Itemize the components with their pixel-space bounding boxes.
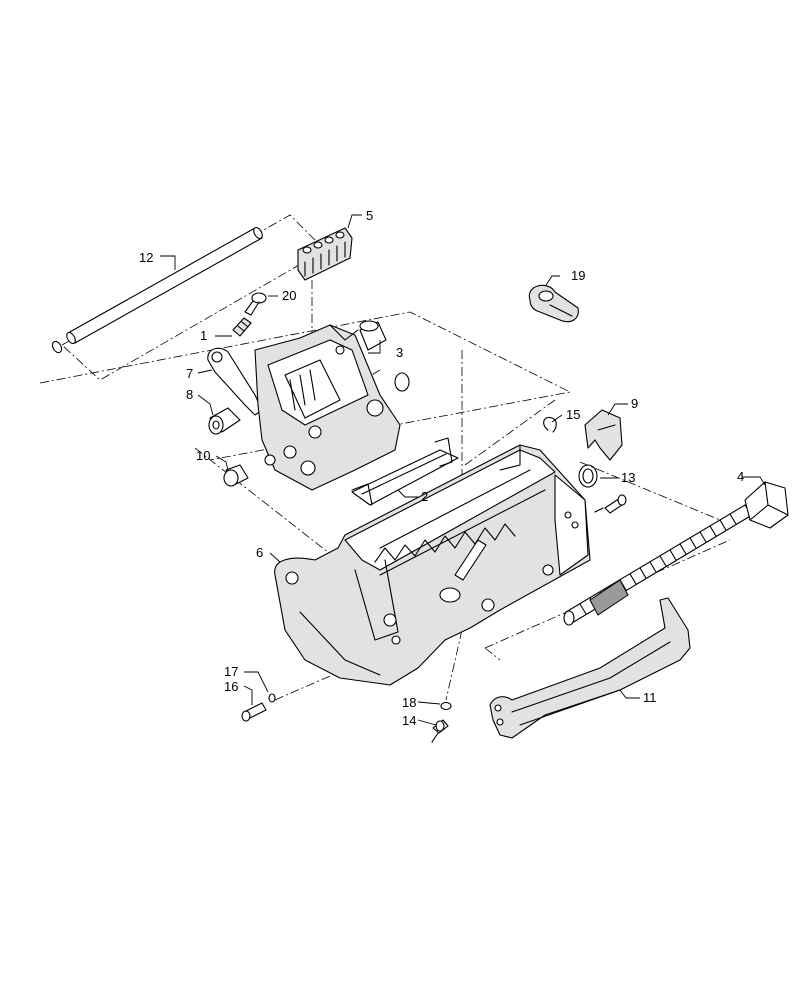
callout-11: 11	[643, 690, 657, 705]
part-2-slide-rail	[351, 437, 459, 506]
callout-5: 5	[366, 208, 373, 223]
retaining-ring	[394, 372, 410, 392]
callout-16: 16	[224, 679, 238, 694]
part-5-comb-bracket	[297, 227, 353, 281]
part-18-washer	[440, 701, 452, 711]
callout-19: 19	[571, 268, 585, 283]
callout-10: 10	[196, 448, 210, 463]
part-11-handle-bar	[489, 597, 691, 739]
part-14-screw	[431, 719, 449, 743]
callout-20: 20	[282, 288, 296, 303]
callout-1: 1	[200, 328, 207, 343]
callout-8: 8	[186, 387, 193, 402]
part-16-bolt	[241, 702, 267, 722]
part-1-spring-pin	[232, 317, 252, 337]
callout-13: 13	[621, 470, 635, 485]
upper-bracket-assembly	[254, 324, 401, 491]
part-13-washer	[578, 464, 598, 488]
callout-17: 17	[224, 664, 238, 679]
callout-2: 2	[421, 489, 428, 504]
part-15-clip	[543, 416, 557, 433]
part-3-bushing	[359, 320, 387, 351]
part-7-lever	[207, 347, 263, 416]
leader-lines	[160, 214, 766, 726]
part-20-pin	[244, 292, 267, 316]
callout-6: 6	[256, 545, 263, 560]
part-17-washer	[268, 693, 276, 703]
part-6-base-housing	[274, 444, 591, 686]
part-19-clamp	[528, 284, 579, 323]
part-9-bracket	[584, 409, 623, 461]
callout-3: 3	[396, 345, 403, 360]
part-4-threaded-adjuster	[563, 481, 789, 626]
callout-18: 18	[402, 695, 416, 710]
small-screw	[594, 494, 627, 514]
callout-7: 7	[186, 366, 193, 381]
callout-15: 15	[566, 407, 580, 422]
callout-9: 9	[631, 396, 638, 411]
callout-labels: 12 5 19 20 1 3 7 8 10 15 9 13 4 2 6 11 1…	[139, 208, 744, 728]
part-12-rod	[51, 226, 263, 354]
callout-14: 14	[402, 713, 416, 728]
part-10-spacer	[223, 464, 249, 487]
part-8-bushing	[208, 407, 241, 435]
callout-12: 12	[139, 250, 153, 265]
callout-4: 4	[737, 469, 744, 484]
